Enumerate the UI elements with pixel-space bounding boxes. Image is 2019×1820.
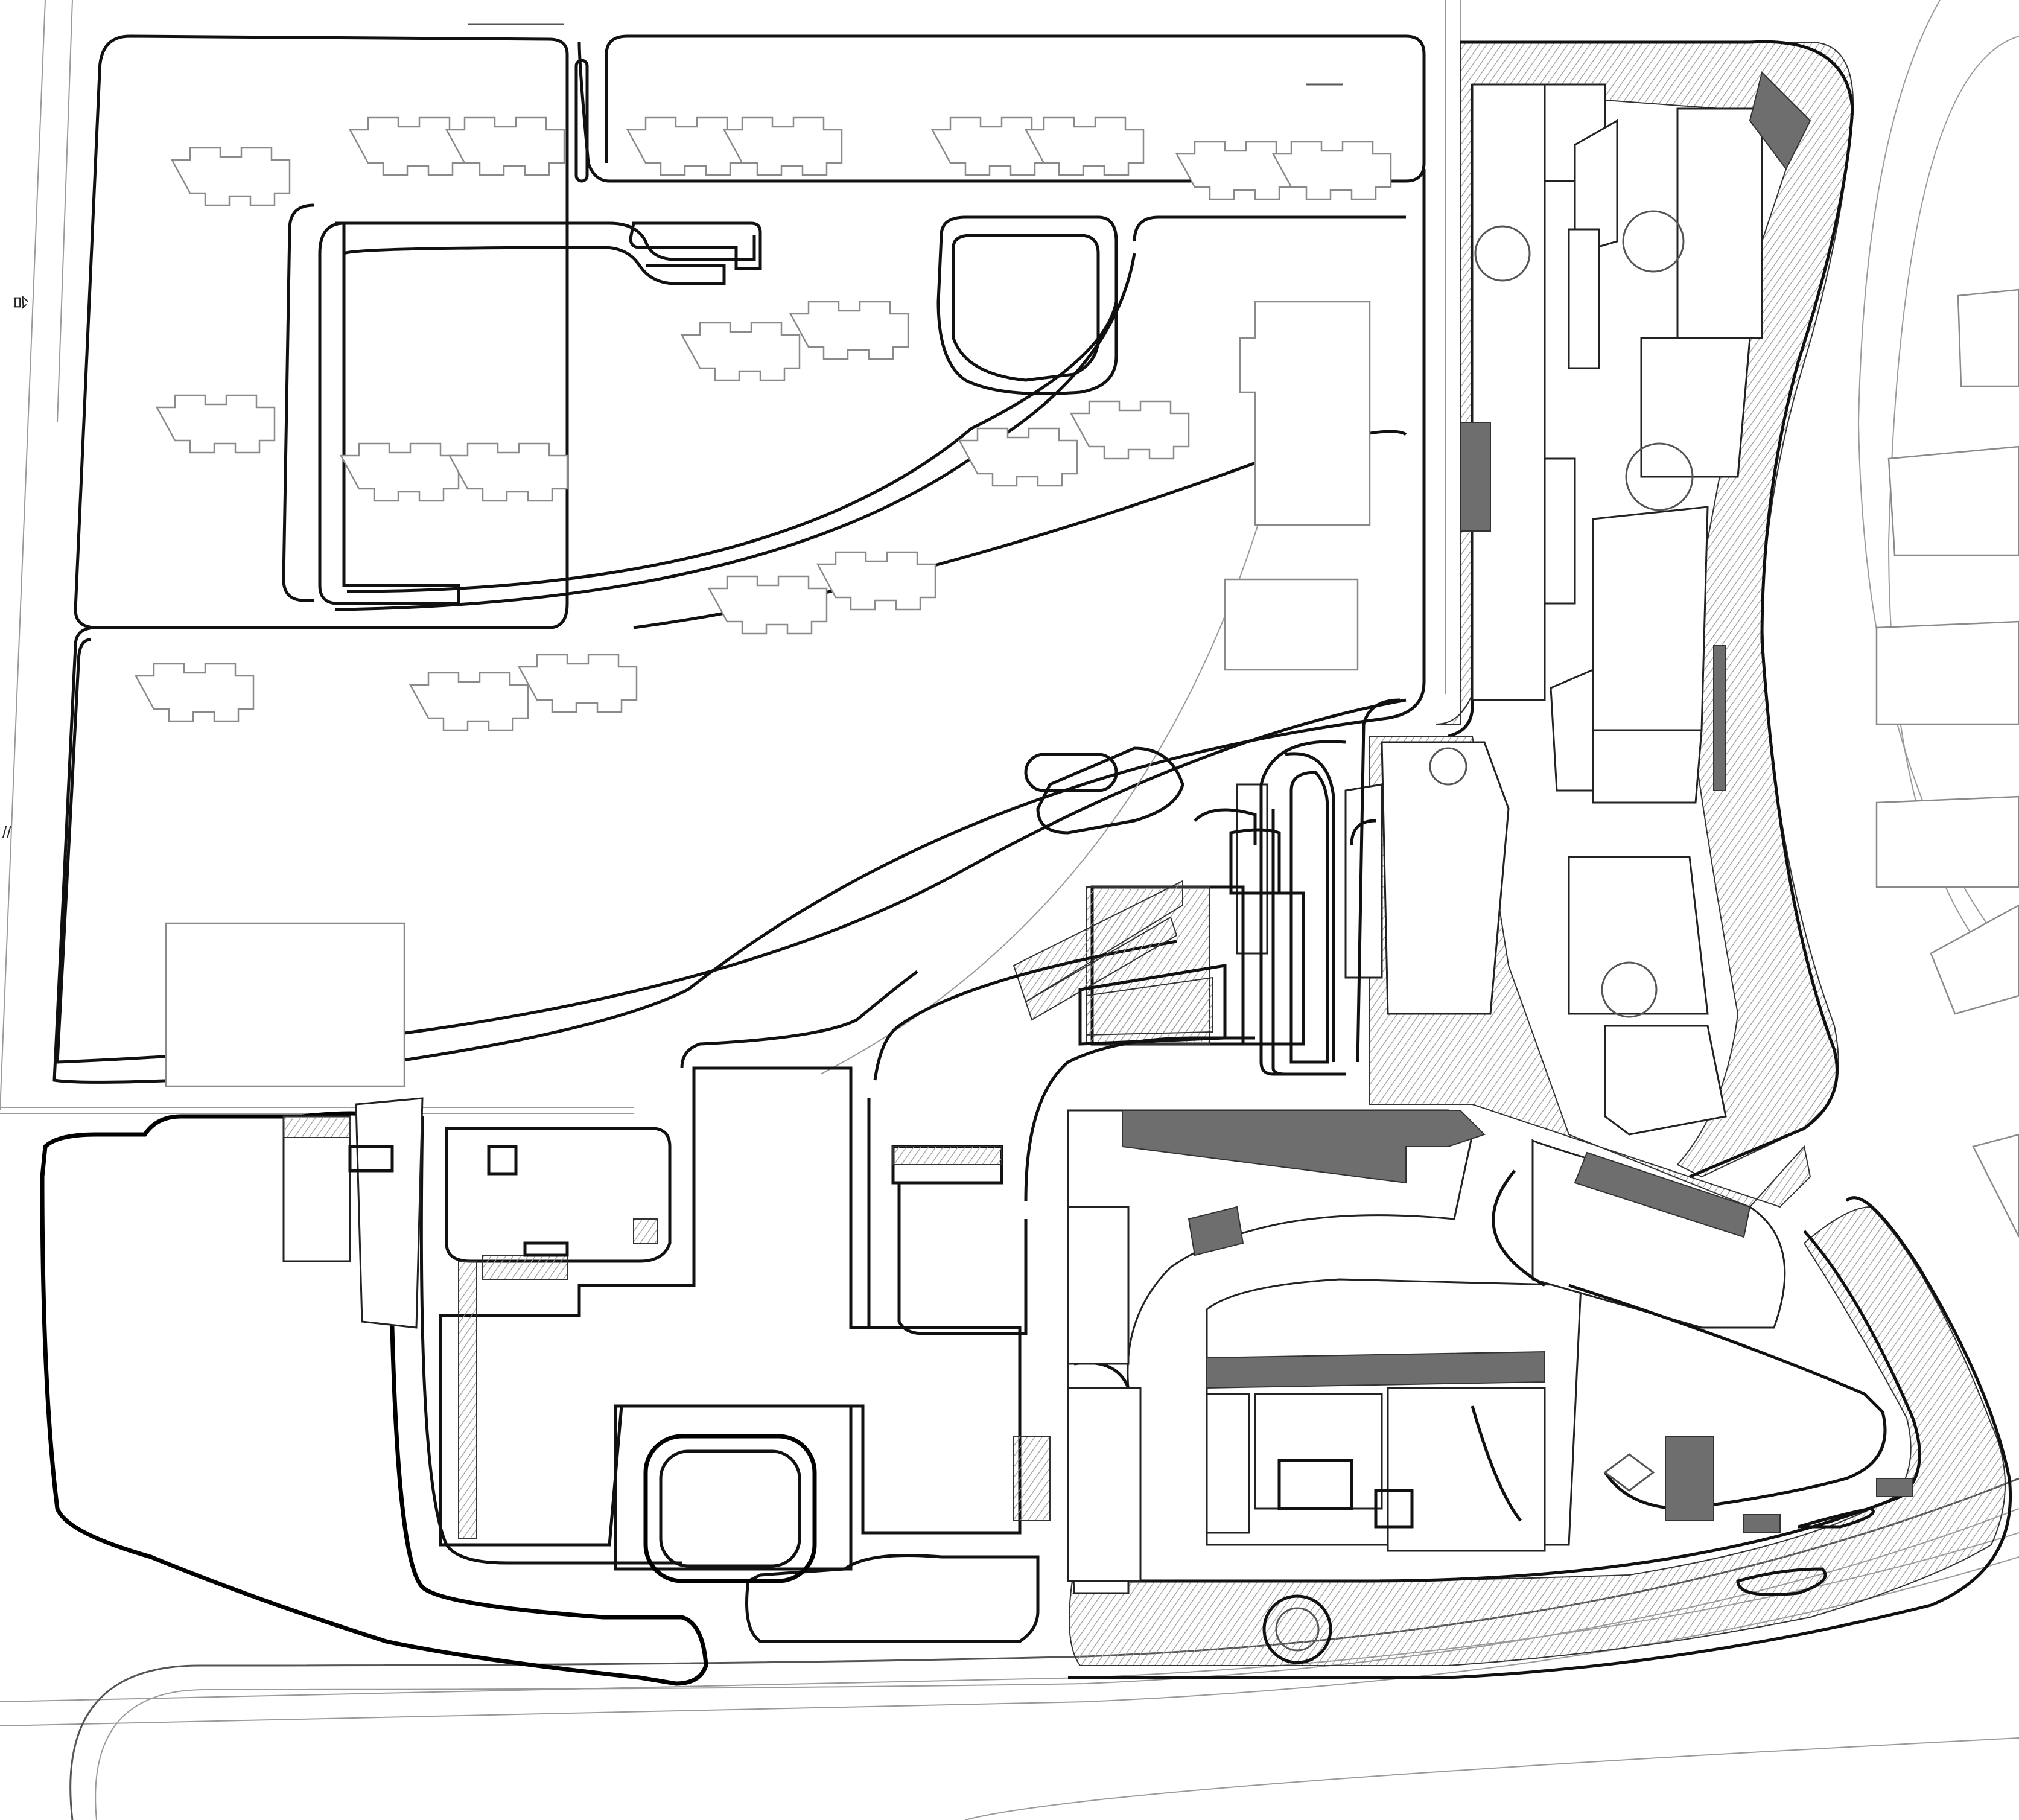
left-edge-mark-mid: // [2, 823, 11, 841]
commercial-wing-northeast [1436, 40, 1854, 1179]
main-mall [1067, 1109, 2012, 1679]
left-edge-mark-top: 台 [11, 294, 30, 310]
podium-parking [40, 698, 1401, 1686]
residential-buildings [135, 116, 2019, 1238]
edge-labels: 台 // [2, 294, 30, 841]
